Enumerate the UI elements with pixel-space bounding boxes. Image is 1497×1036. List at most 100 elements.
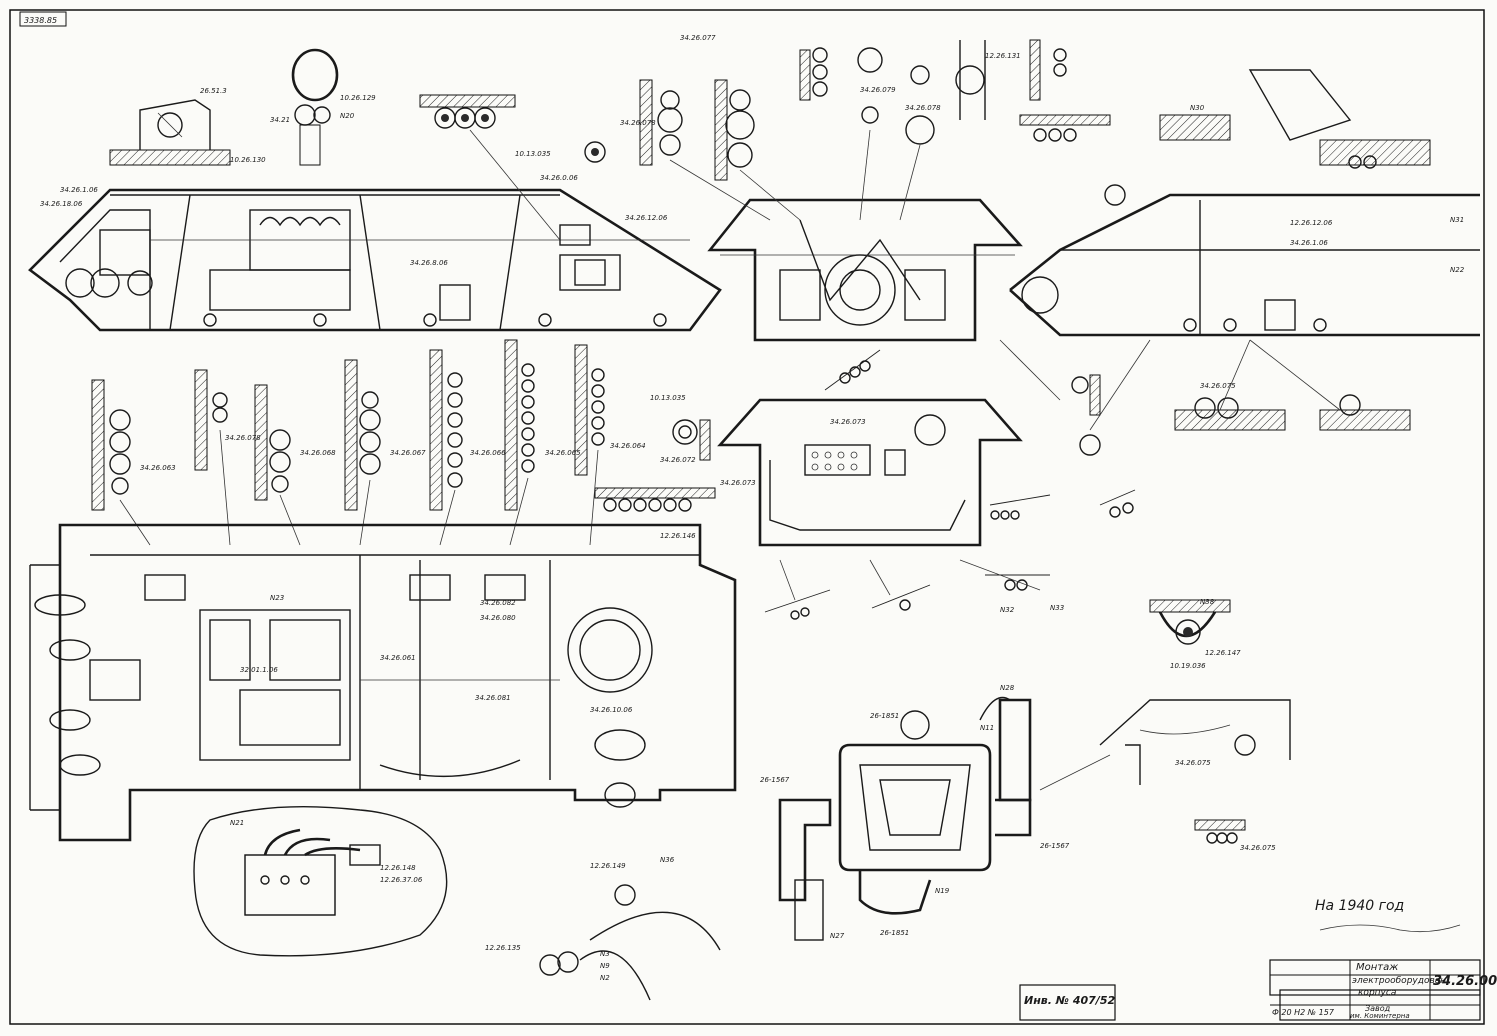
svg-text:34.26.078: 34.26.078 [620, 119, 656, 127]
gland-stack-6: 34.26.065 [504, 339, 581, 511]
svg-text:34.21: 34.21 [270, 116, 290, 124]
svg-text:N30: N30 [1190, 104, 1205, 112]
detail-junction-box: 26-1851 26-1567 26-1567 N28 N19 N27 N11 … [760, 684, 1070, 941]
svg-text:10.13.035: 10.13.035 [650, 394, 686, 402]
gland-stacks-row: 34.26.063 34.26.078 34.26.068 34.26.067 [91, 339, 756, 546]
svg-text:34.26.18.06: 34.26.18.06 [40, 200, 83, 208]
svg-text:10.26.130: 10.26.130 [230, 156, 266, 164]
svg-text:26-1851: 26-1851 [880, 929, 909, 937]
sheet-code-tag: 3338.85 [19, 11, 67, 27]
svg-text:34.26.078: 34.26.078 [225, 434, 261, 442]
svg-text:34.26.063: 34.26.063 [140, 464, 176, 472]
svg-text:34.26.12.06: 34.26.12.06 [625, 214, 668, 222]
gland-horizontal-row: 34.26.072 34.26.073 12.26.146 [594, 456, 756, 540]
drawing-number: 34.26.00 [1433, 974, 1497, 989]
svg-text:12.26.131: 12.26.131 [985, 52, 1021, 60]
title-block-text: Монтаж электрооборудован корпуса 34.26.0… [1270, 960, 1497, 1020]
detail-clamp-group-right: 34.26.075 [1194, 819, 1276, 852]
handwritten-annotation: На 1940 год [1315, 898, 1461, 933]
svg-text:N23: N23 [270, 594, 284, 602]
svg-text:34.26.072: 34.26.072 [660, 456, 696, 464]
clamp-details-right-mid: 34.26.075 [1071, 374, 1411, 456]
svg-text:32.01.1.06: 32.01.1.06 [240, 666, 278, 674]
svg-text:34.26.079: 34.26.079 [860, 86, 896, 94]
svg-text:34.26.1.06: 34.26.1.06 [60, 186, 98, 194]
svg-text:N36: N36 [660, 856, 675, 864]
svg-text:N28: N28 [1000, 684, 1015, 692]
svg-text:34.26.0.06: 34.26.0.06 [540, 174, 578, 182]
svg-text:12.26.146: 12.26.146 [660, 532, 696, 540]
svg-text:34.26.065: 34.26.065 [545, 449, 581, 457]
svg-text:34.26.067: 34.26.067 [390, 449, 426, 457]
svg-text:N2: N2 [600, 974, 610, 982]
hull-side-view-left [28, 188, 722, 332]
gland-stack-2: 34.26.078 [194, 369, 261, 471]
sheet-border [9, 9, 1485, 1025]
svg-text:34.26.068: 34.26.068 [300, 449, 336, 457]
detail-arc-clamps-bottom: 12.26.149 12.26.135 N36 N3 N9 N2 [485, 856, 721, 1001]
cable-bundle-details-top: 10.13.035 34.26.077 34.26.079 34.26.078 … [515, 34, 1021, 221]
sheet-code: 3338.85 [24, 16, 57, 25]
hull-labels: 34.26.1.06 34.26.18.06 34.26.8.06 34.26.… [40, 174, 668, 267]
gland-stack-1: 34.26.063 [91, 379, 176, 511]
detail-battery-breakout: N21 12.26.148 12.26.37.06 [193, 805, 448, 957]
svg-text:N27: N27 [830, 932, 845, 940]
svg-text:N33: N33 [1050, 604, 1064, 612]
svg-text:N9: N9 [600, 962, 610, 970]
gland-detail-coil: 10.13.035 [650, 394, 711, 461]
clamp-details-center: N33 N32 [764, 349, 1136, 620]
svg-text:N20: N20 [340, 112, 355, 120]
svg-text:12.26.37.06: 12.26.37.06 [380, 876, 423, 884]
turret-section-mid: 34.26.073 [717, 398, 1023, 547]
gland-stack-7: 34.26.064 [574, 344, 646, 476]
detail-cable-clamp-top [419, 94, 561, 241]
svg-text:34.26.077: 34.26.077 [680, 34, 716, 42]
svg-text:34.26.081: 34.26.081 [475, 694, 511, 702]
detail-connector-top-left: 26.51.3 [109, 87, 231, 166]
svg-text:34.26.8.06: 34.26.8.06 [410, 259, 448, 267]
title-block [1019, 959, 1481, 1021]
svg-text:N21: N21 [230, 819, 244, 827]
svg-text:34.26.075: 34.26.075 [1200, 382, 1236, 390]
plant-line-2: им. Коминтерна [1350, 1012, 1410, 1020]
title-line-2: электрооборудован [1352, 976, 1447, 986]
inventory-label: Инв. № 407/52 [1024, 994, 1116, 1007]
svg-text:34.26.073: 34.26.073 [830, 418, 866, 426]
svg-text:12.26.147: 12.26.147 [1205, 649, 1241, 657]
svg-text:N32: N32 [1000, 606, 1015, 614]
svg-text:26-1567: 26-1567 [1040, 842, 1070, 850]
svg-text:34.26.073: 34.26.073 [720, 479, 756, 487]
detail-cable-loop: 10.26.129 N20 10.26.130 34.21 [230, 48, 376, 166]
note-label: Ф.20 Н2 № 157 [1272, 1008, 1334, 1017]
svg-text:На 1940 год: На 1940 год [1315, 898, 1404, 914]
svg-text:10.26.129: 10.26.129 [340, 94, 376, 102]
svg-text:26.51.3: 26.51.3 [200, 87, 227, 95]
turret-section-top [707, 198, 1023, 342]
gland-stack-5: 34.26.066 [429, 349, 506, 511]
leader-lines [779, 339, 1341, 601]
svg-text:34.26.064: 34.26.064 [610, 442, 646, 450]
svg-text:12.26.149: 12.26.149 [590, 862, 626, 870]
svg-text:N31: N31 [1450, 216, 1464, 224]
svg-text:N11: N11 [980, 724, 994, 732]
svg-text:12.26.12.06: 12.26.12.06 [1290, 219, 1333, 227]
detail-clamps-top-right [1019, 39, 1431, 206]
svg-text:N38: N38 [1200, 598, 1215, 606]
title-line-3: корпуса [1358, 988, 1397, 998]
hull-plan-view: 34.26.082 34.26.080 34.26.061 34.26.081 … [29, 523, 737, 842]
hull-side-view-right: 34.26.1.06 12.26.12.06 N31 N22 N30 [1009, 104, 1480, 337]
title-line-1: Монтаж [1356, 962, 1399, 973]
gland-stack-3: 34.26.068 [254, 384, 336, 501]
svg-text:10.13.035: 10.13.035 [515, 150, 551, 158]
svg-text:34.26.075: 34.26.075 [1175, 759, 1211, 767]
detail-sloped-plate-right: 34.26.075 [1039, 699, 1291, 791]
svg-text:34.26.1.06: 34.26.1.06 [1290, 239, 1328, 247]
detail-bracket-circle-right: 12.26.147 10.19.036 N38 [1149, 598, 1241, 670]
svg-text:34.26.10.06: 34.26.10.06 [590, 706, 633, 714]
plant-line-1: Завод [1365, 1004, 1391, 1013]
svg-text:26-1851: 26-1851 [870, 712, 899, 720]
svg-text:N19: N19 [935, 887, 950, 895]
svg-text:34.26.066: 34.26.066 [470, 449, 506, 457]
